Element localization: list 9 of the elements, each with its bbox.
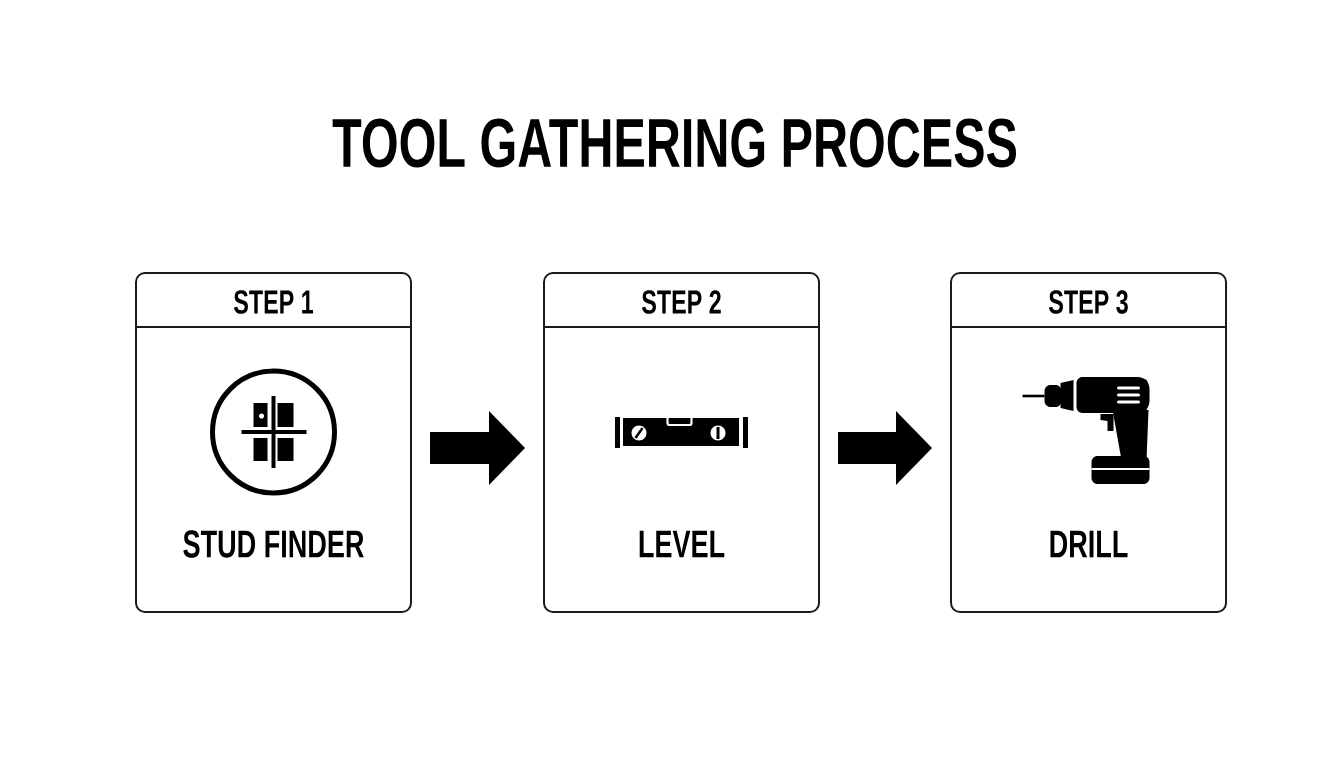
block-arrow [430, 410, 525, 485]
step-heading: STEP 2 [642, 290, 721, 314]
tool-label: DRILL [1050, 530, 1128, 558]
step-heading: STEP 1 [234, 290, 314, 314]
block-arrow [838, 410, 932, 485]
step-heading: STEP 3 [1049, 290, 1128, 314]
title: TOOL GATHERING PROCESS [332, 118, 1016, 168]
tool-label: STUD FINDER [183, 530, 364, 558]
tool-label: LEVEL [639, 530, 725, 558]
